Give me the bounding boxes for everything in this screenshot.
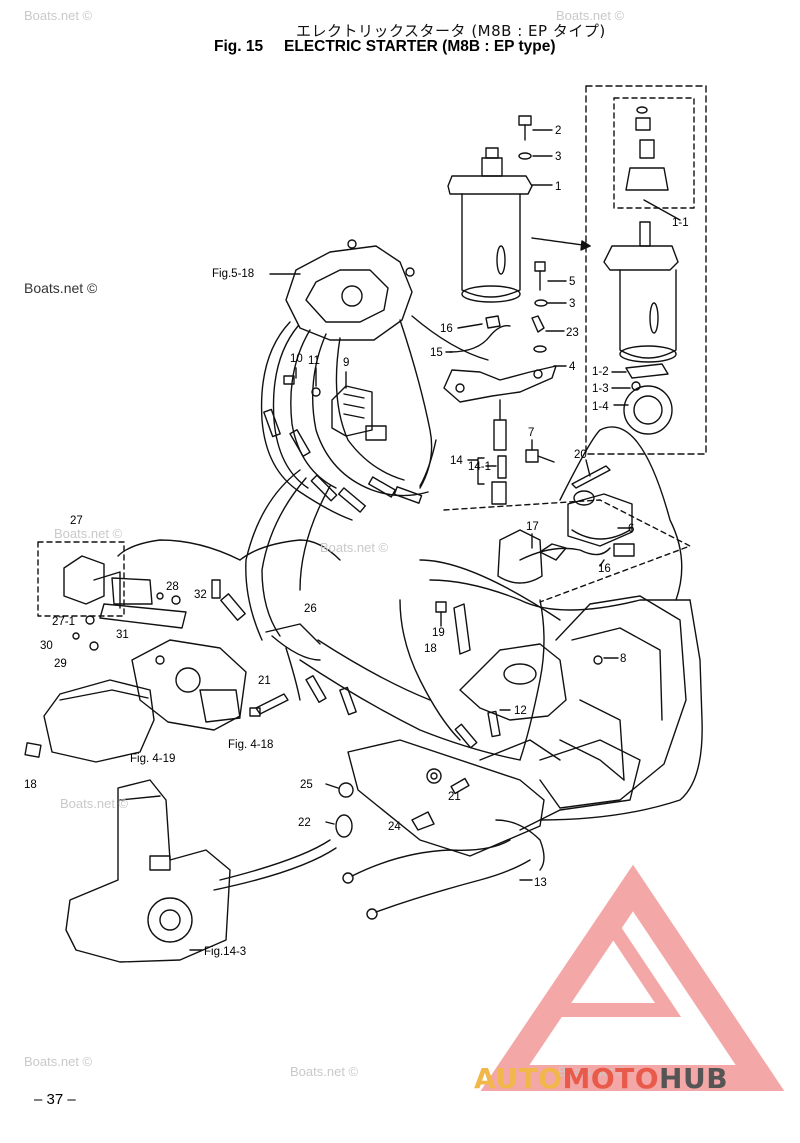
starter-relay — [63, 555, 121, 609]
callout-12: 12 — [514, 705, 527, 717]
silencer-cover — [43, 679, 155, 763]
callout-31: 31 — [116, 629, 129, 641]
automotohub-logo: AUTOMOTOHUB — [474, 1062, 728, 1095]
callout-4: 4 — [569, 361, 576, 373]
callout-10: 10 — [290, 353, 303, 365]
watermark: Boats.net © — [60, 796, 129, 811]
watermark: Boats.net © — [54, 526, 123, 541]
callout-18: 18 — [424, 643, 437, 655]
callout-22: 22 — [298, 817, 311, 829]
callout-16b: 16 — [598, 563, 611, 575]
watermark: Boats.net © — [320, 540, 389, 555]
starter-motor-detail — [603, 106, 681, 363]
callout-15: 15 — [430, 347, 443, 359]
callout-23: 23 — [566, 327, 579, 339]
callout-32: 32 — [194, 589, 207, 601]
callout-14: 14 — [450, 455, 463, 467]
callout-28: 28 — [166, 581, 179, 593]
callout-1-2: 1-2 — [592, 366, 609, 378]
callout-1-3: 1-3 — [592, 383, 609, 395]
callout-21b: 21 — [448, 791, 461, 803]
engine-block — [459, 595, 687, 811]
connectors — [211, 408, 501, 749]
callout-5: 5 — [569, 276, 575, 288]
figure-ref-5-18: Fig.5-18 — [212, 268, 254, 280]
callout-9: 9 — [343, 357, 349, 369]
callout-21: 21 — [258, 675, 271, 687]
figure-ref-4-18: Fig. 4-18 — [228, 739, 273, 751]
callout-1-1: 1-1 — [672, 217, 689, 229]
figure-number: Fig. 15 — [214, 38, 264, 55]
callout-3: 3 — [555, 151, 561, 163]
callout-1: 1 — [555, 181, 561, 193]
detail-inner-box — [613, 97, 695, 209]
watermark: Boats.net © — [556, 8, 625, 23]
callout-16: 16 — [440, 323, 453, 335]
callout-11: 11 — [308, 355, 320, 367]
callout-14-1: 14-1 — [468, 461, 491, 473]
title-english: Fig. 15 ELECTRIC STARTER (M8B : EP type) — [214, 38, 556, 56]
callout-24: 24 — [388, 821, 401, 833]
callout-8: 8 — [620, 653, 626, 665]
logo-part-auto: AUTO — [474, 1062, 563, 1095]
wiring-harness — [117, 315, 703, 891]
callout-25: 25 — [300, 779, 313, 791]
callout-7: 7 — [528, 427, 534, 439]
starter-motor — [447, 147, 533, 303]
watermark: Boats.net © — [24, 8, 93, 23]
callout-26: 26 — [304, 603, 317, 615]
callout-13: 13 — [534, 877, 547, 889]
callout-27: 27 — [70, 515, 83, 527]
watermark: Boats.net © — [24, 1054, 93, 1069]
starter-bracket — [443, 365, 557, 403]
logo-triangle-icon — [480, 864, 785, 1091]
callout-30: 30 — [40, 640, 53, 652]
callout-19: 19 — [432, 627, 445, 639]
page-number: – 37 – — [34, 1091, 76, 1108]
callout-29: 29 — [54, 658, 67, 670]
stator-assembly — [285, 239, 415, 341]
title-japanese: エレクトリックスタータ (M8B : EP タイプ) — [296, 22, 606, 40]
watermark: Boats.net © — [290, 1064, 359, 1079]
detail-box — [585, 85, 707, 455]
remote-control-box — [65, 779, 231, 963]
logo-part-moto: MOTO — [562, 1062, 660, 1095]
figure-ref-14-3: Fig.14-3 — [204, 946, 246, 958]
watermark: Boats.net © — [558, 1064, 627, 1079]
figure-ref-4-19: Fig. 4-19 — [130, 753, 175, 765]
logo-part-hub: HUB — [659, 1062, 729, 1095]
callout-2: 2 — [555, 125, 561, 137]
callout-17: 17 — [526, 521, 539, 533]
callout-3b: 3 — [569, 298, 575, 310]
watermark: Boats.net © — [24, 280, 98, 296]
figure-title: ELECTRIC STARTER (M8B : EP type) — [284, 38, 556, 55]
callout-6: 6 — [628, 523, 634, 535]
carburetor — [131, 639, 247, 731]
callout-labels: 2 3 1 1-1 5 3 23 4 16 15 1-2 1-3 1-4 10 … — [24, 125, 689, 889]
callout-27-1: 27-1 — [52, 616, 75, 628]
callout-1-4: 1-4 — [592, 401, 609, 413]
callout-20: 20 — [574, 449, 587, 461]
starter-solenoid — [567, 490, 633, 547]
callout-18b: 18 — [24, 779, 37, 791]
